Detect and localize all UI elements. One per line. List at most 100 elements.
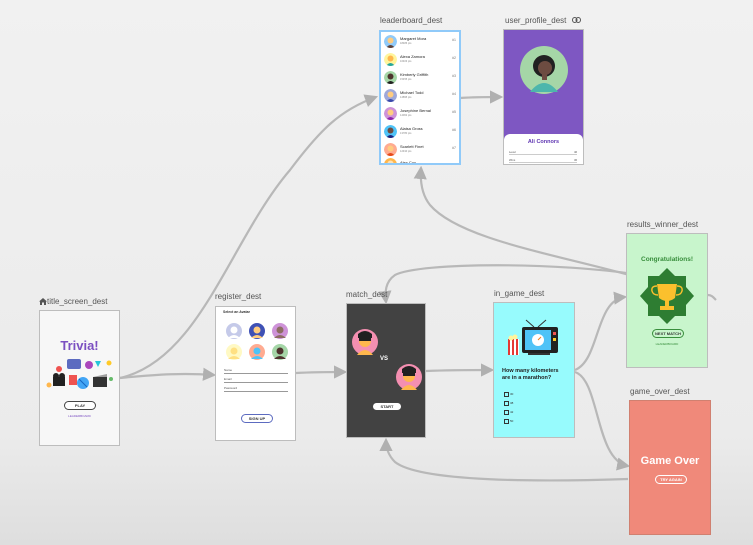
name-field-label: Name [224,368,233,372]
stat-label-wins: Wins [509,158,516,162]
match-dest-label: match_dest [346,290,388,299]
avatar-grid[interactable] [221,321,291,361]
avatar [384,35,397,48]
leaderboard-name: Josephine Bernal [400,108,431,113]
register-dest[interactable]: Select an Avatar Name Email Password SIG… [215,306,296,441]
trophy-icon [640,268,694,324]
answer-checkbox-2[interactable] [504,401,509,406]
in-game-dest[interactable]: How many kilometers are in a marathon? 3… [493,302,575,438]
action-results-exit [707,293,717,301]
avatar [384,143,397,156]
player-two-avatar [396,364,422,390]
stat-value-level: 46 [574,150,578,154]
results-winner-dest[interactable]: Congratulations! NEXT MATCH LEADERBOARD [626,233,708,368]
leaderboard-rank: #7 [452,146,456,150]
action-title-to-register [119,367,217,381]
stat-label-level: Level [509,150,516,154]
avatar [384,53,397,66]
leaderboard-row[interactable]: Scarlett Finet 12910 pts #7 [381,140,459,158]
profile-name: Ali Connors [527,139,560,145]
in-game-dest-label: in_game_dest [494,289,545,298]
leaderboard-row[interactable]: Alex Cox [381,156,459,165]
leaderboard-name: Alaisa Gross [400,126,423,131]
action-match-to-in-game [425,363,495,377]
action-results-to-match [378,264,641,305]
player-one-avatar [352,329,378,355]
leaderboard-name: Kimberly Griffith [400,72,429,77]
leaderboard-score: 15455 pts [400,78,412,81]
game-over-dest[interactable]: Game Over TRY AGAIN [629,400,711,535]
leaderboard-rank: #2 [452,56,456,60]
profile-avatar [520,46,568,94]
congratulations-text: Congratulations! [641,256,693,263]
leaderboard-score: 14895 pts [400,96,412,99]
answer-label-1: 30 [510,392,514,396]
match-dest[interactable]: VS START [346,303,426,438]
leaderboard-score: 13780 pts [400,132,412,135]
avatar [384,125,397,138]
leaderboard-score: 18486 pts [400,42,412,45]
avatar [384,89,397,102]
title-screen-dest[interactable]: Trivia! PLAY LEADERBOARD [39,310,120,446]
action-in-game-to-results [574,291,628,372]
avatar [384,71,397,84]
leaderboard-rank: #5 [452,110,456,114]
avatar [384,107,397,120]
avatar [384,158,397,163]
leaderboard-rank: #1 [452,38,456,42]
leaderboard-rank: #4 [452,92,456,96]
action-title-to-leaderboard [119,94,379,380]
leaderboard-dest-label: leaderboard_dest [380,16,443,25]
play-button[interactable]: PLAY [64,401,96,410]
tv-illustration [508,319,558,355]
stat-divider [509,162,577,163]
leaderboard-row[interactable]: Alaisa Gross 13780 pts #6 [381,122,459,140]
stat-divider [509,154,577,155]
user-profile-dest[interactable]: Ali Connors Level 46 Wins 36 [503,29,584,165]
leaderboard-row[interactable]: Josephine Bernal 14062 pts #5 [381,104,459,122]
title-screen-dest-name: title_screen_dest [47,297,108,306]
results-winner-dest-label: results_winner_dest [627,220,699,229]
vs-text: VS [380,356,389,362]
user-profile-dest-label: user_profile_dest [505,16,581,25]
start-button[interactable]: START [372,402,402,411]
select-avatar-heading: Select an Avatar [223,310,250,314]
leaderboard-row[interactable]: Margaret Mora 18486 pts #1 [381,32,459,50]
leaderboard-link[interactable]: LEADERBOARD [68,414,91,418]
email-field[interactable] [224,382,288,383]
action-in-game-to-game-over [574,370,631,471]
trivia-title: Trivia! [60,338,99,353]
leaderboard-dest[interactable]: Margaret Mora 18486 pts #1 Alexa Zamora … [379,30,461,165]
leaderboard-rank: #6 [452,128,456,132]
leaderboard-row[interactable]: Kimberly Griffith 15455 pts #3 [381,68,459,86]
leaderboard-row[interactable]: Alexa Zamora 16403 pts #2 [381,50,459,68]
next-match-button[interactable]: NEXT MATCH [652,329,684,338]
try-again-button[interactable]: TRY AGAIN [655,475,687,484]
answer-label-2: 38 [510,401,514,405]
answer-checkbox-1[interactable] [504,392,509,397]
results-leaderboard-link[interactable]: LEADERBOARD [655,342,679,346]
sign-up-button[interactable]: SIGN UP [241,414,273,423]
leaderboard-score: 16403 pts [400,60,412,63]
action-register-to-match [295,365,348,379]
answer-checkbox-3[interactable] [504,410,509,415]
link-icon [571,17,581,23]
leaderboard-name: Margaret Mora [400,36,427,41]
answer-checkbox-4[interactable] [504,419,509,424]
name-field[interactable] [224,373,288,374]
profile-card: Ali Connors Level 46 Wins 36 [504,134,583,164]
password-field[interactable] [224,391,288,392]
game-over-dest-label: game_over_dest [630,387,690,396]
leaderboard-row[interactable]: Michael Todd 14895 pts #4 [381,86,459,104]
answer-label-3: 42 [510,410,514,414]
leaderboard-score: 14062 pts [400,114,412,117]
password-field-label: Password [224,386,238,390]
leaderboard-name: Alex Cox [400,160,417,165]
leaderboard-name: Alexa Zamora [400,54,425,59]
register-dest-label: register_dest [215,292,262,301]
leaderboard-score: 12910 pts [400,150,412,153]
home-icon [39,298,47,305]
trivia-illustration [46,359,113,389]
leaderboard-name: Michael Todd [400,90,424,95]
game-over-title: Game Over [640,455,700,467]
